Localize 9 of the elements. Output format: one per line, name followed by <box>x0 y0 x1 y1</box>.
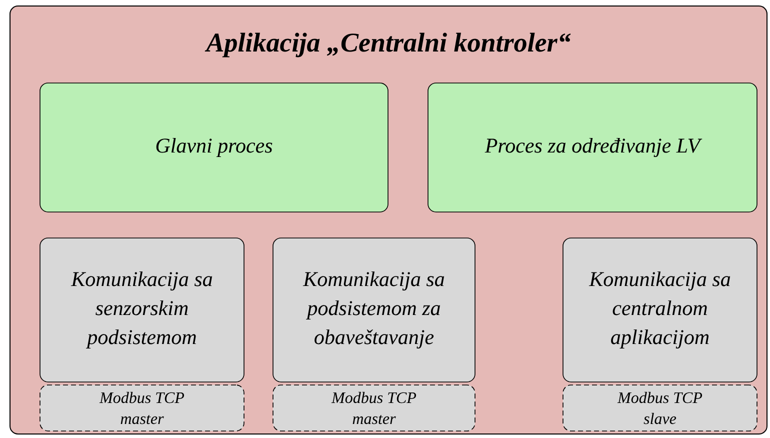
protocol-box: Modbus TCP slave <box>562 384 758 432</box>
process-box: Glavni proces <box>40 82 388 212</box>
protocol-box: Modbus TCP master <box>40 384 244 432</box>
process-box: Proces za određivanje LV <box>428 82 758 212</box>
protocol-box: Modbus TCP master <box>272 384 476 432</box>
module-box: Komunikacija sa senzorskim podsistemom <box>40 238 244 382</box>
title: Aplikacija „Centralni kontroler“ <box>204 32 570 58</box>
module-box: Komunikacija sa podsistemom za obaveštavanje <box>272 238 476 382</box>
module-box: Komunikacija sa centralnom aplikacijom <box>562 238 758 382</box>
